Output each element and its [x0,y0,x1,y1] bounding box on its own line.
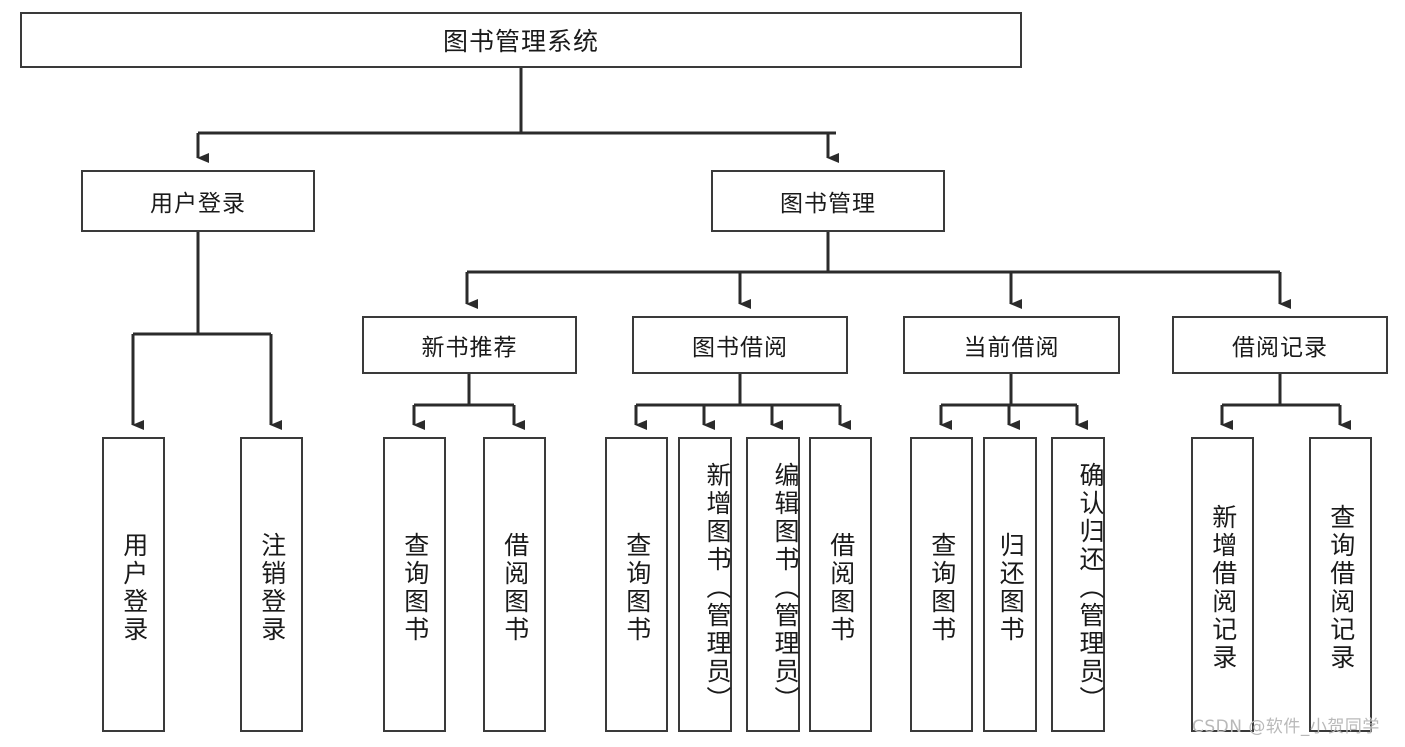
node-root-book-management-system[interactable]: 图书管理系统 [20,12,1022,68]
node-leaf-logout[interactable]: 注销登录 [240,437,303,732]
node-leaf-return-book[interactable]: 归还图书 [983,437,1037,732]
node-user-login[interactable]: 用户登录 [81,170,315,232]
node-leaf-confirm-return-admin[interactable]: 确认归还（管理员） [1051,437,1105,732]
node-leaf-borrow-book[interactable]: 借阅图书 [809,437,872,732]
node-leaf-query-borrow-record[interactable]: 查询借阅记录 [1309,437,1372,732]
node-leaf-borrow-book-recommend[interactable]: 借阅图书 [483,437,546,732]
node-book-borrow[interactable]: 图书借阅 [632,316,848,374]
node-leaf-query-book-recommend[interactable]: 查询图书 [383,437,446,732]
node-current-borrow[interactable]: 当前借阅 [903,316,1120,374]
node-leaf-user-login[interactable]: 用户登录 [102,437,165,732]
node-leaf-query-book-borrow[interactable]: 查询图书 [605,437,668,732]
node-leaf-add-book-admin[interactable]: 新增图书（管理员） [678,437,732,732]
node-book-management[interactable]: 图书管理 [711,170,945,232]
node-leaf-add-borrow-record[interactable]: 新增借阅记录 [1191,437,1254,732]
node-leaf-query-book-current[interactable]: 查询图书 [910,437,973,732]
node-borrow-record[interactable]: 借阅记录 [1172,316,1388,374]
node-new-book-recommend[interactable]: 新书推荐 [362,316,577,374]
node-leaf-edit-book-admin[interactable]: 编辑图书（管理员） [746,437,800,732]
